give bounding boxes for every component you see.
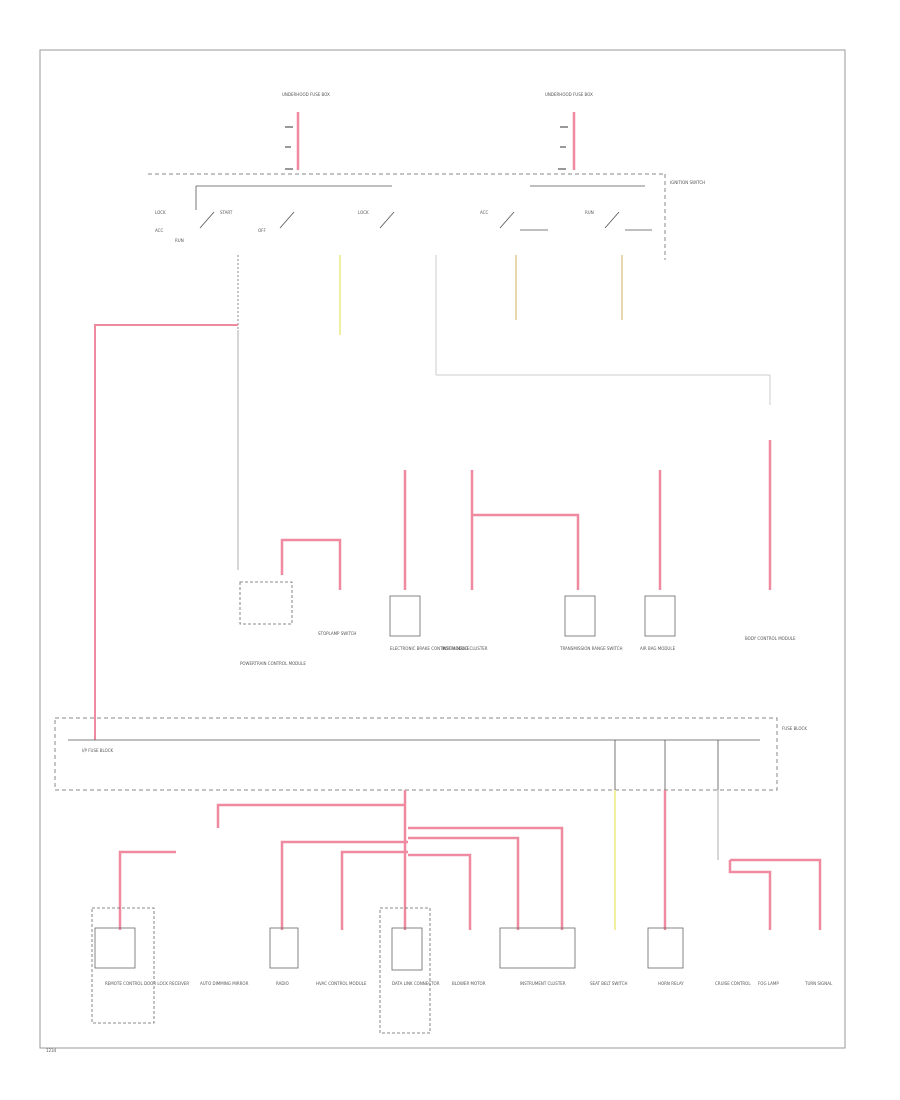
lower-component-5: DATA LINK CONNECTOR [392, 981, 440, 986]
ignition-switch: IGNITION SWITCH [148, 173, 705, 260]
upper-component-6: AIR BAG MODULE [640, 646, 676, 651]
lower-component-1: REMOTE CONTROL DOOR LOCK RECEIVER [105, 981, 189, 986]
ignition-switch-label: IGNITION SWITCH [670, 180, 705, 185]
upper-component-3: ELECTRONIC BRAKE CONTROL MODULE [390, 646, 470, 651]
fuse-block-side-label: FUSE BLOCK [782, 726, 807, 731]
fuse-box-right: UNDERHOOD FUSE BOX [545, 92, 593, 170]
lower-component-11: FOG LAMP [758, 981, 779, 986]
lower-component-9: HORN RELAY [658, 981, 684, 986]
lower-component-7: INSTRUMENT CLUSTER [520, 981, 566, 986]
switch-pos-1: LOCK [155, 210, 166, 215]
lower-component-boxes [91, 907, 684, 1034]
upper-component-5: TRANSMISSION RANGE SWITCH [559, 646, 623, 651]
upper-red-wires [280, 440, 772, 590]
ignition-output-wires [237, 255, 771, 405]
lower-component-8: SEAT BELT SWITCH [590, 981, 628, 986]
switch-pos-6: LOCK [358, 210, 369, 215]
upper-component-boxes [239, 581, 676, 637]
upper-component-4: INSTRUMENT CLUSTER [442, 646, 488, 651]
switch-pos-7: ACC [480, 210, 488, 215]
switch-pos-2: ACC [155, 228, 163, 233]
upper-component-1: POWERTRAIN CONTROL MODULE [240, 661, 306, 666]
lower-component-10: CRUISE CONTROL [715, 981, 751, 986]
ip-fuse-block: I/P FUSE BLOCK FUSE BLOCK [54, 717, 807, 791]
footer-code: 1234 [46, 1048, 57, 1053]
upper-component-7: BODY CONTROL MODULE [745, 636, 796, 641]
lower-component-12: TURN SIGNAL [804, 981, 833, 986]
switch-pos-8: RUN [585, 210, 594, 215]
lower-red-wires [118, 790, 822, 930]
fuse-box-left: UNDERHOOD FUSE BOX [282, 92, 330, 170]
switch-contacts [199, 211, 652, 231]
lower-component-2: AUTO DIMMING MIRROR [200, 981, 249, 986]
lower-component-4: HVAC CONTROL MODULE [316, 981, 367, 986]
ip-fuse-block-label: I/P FUSE BLOCK [82, 748, 114, 753]
main-feed-wire [94, 324, 238, 740]
fuse-box-right-label: UNDERHOOD FUSE BOX [545, 92, 593, 97]
fuse-box-left-label: UNDERHOOD FUSE BOX [282, 92, 330, 97]
switch-pos-5: OFF [258, 228, 266, 233]
switch-pos-4: START [220, 210, 233, 215]
diagram-border [39, 49, 846, 1049]
lower-component-3: RADIO [276, 981, 289, 986]
upper-component-2: STOPLAMP SWITCH [318, 631, 356, 636]
switch-pos-3: RUN [175, 238, 184, 243]
lower-component-6: BLOWER MOTOR [452, 981, 486, 986]
